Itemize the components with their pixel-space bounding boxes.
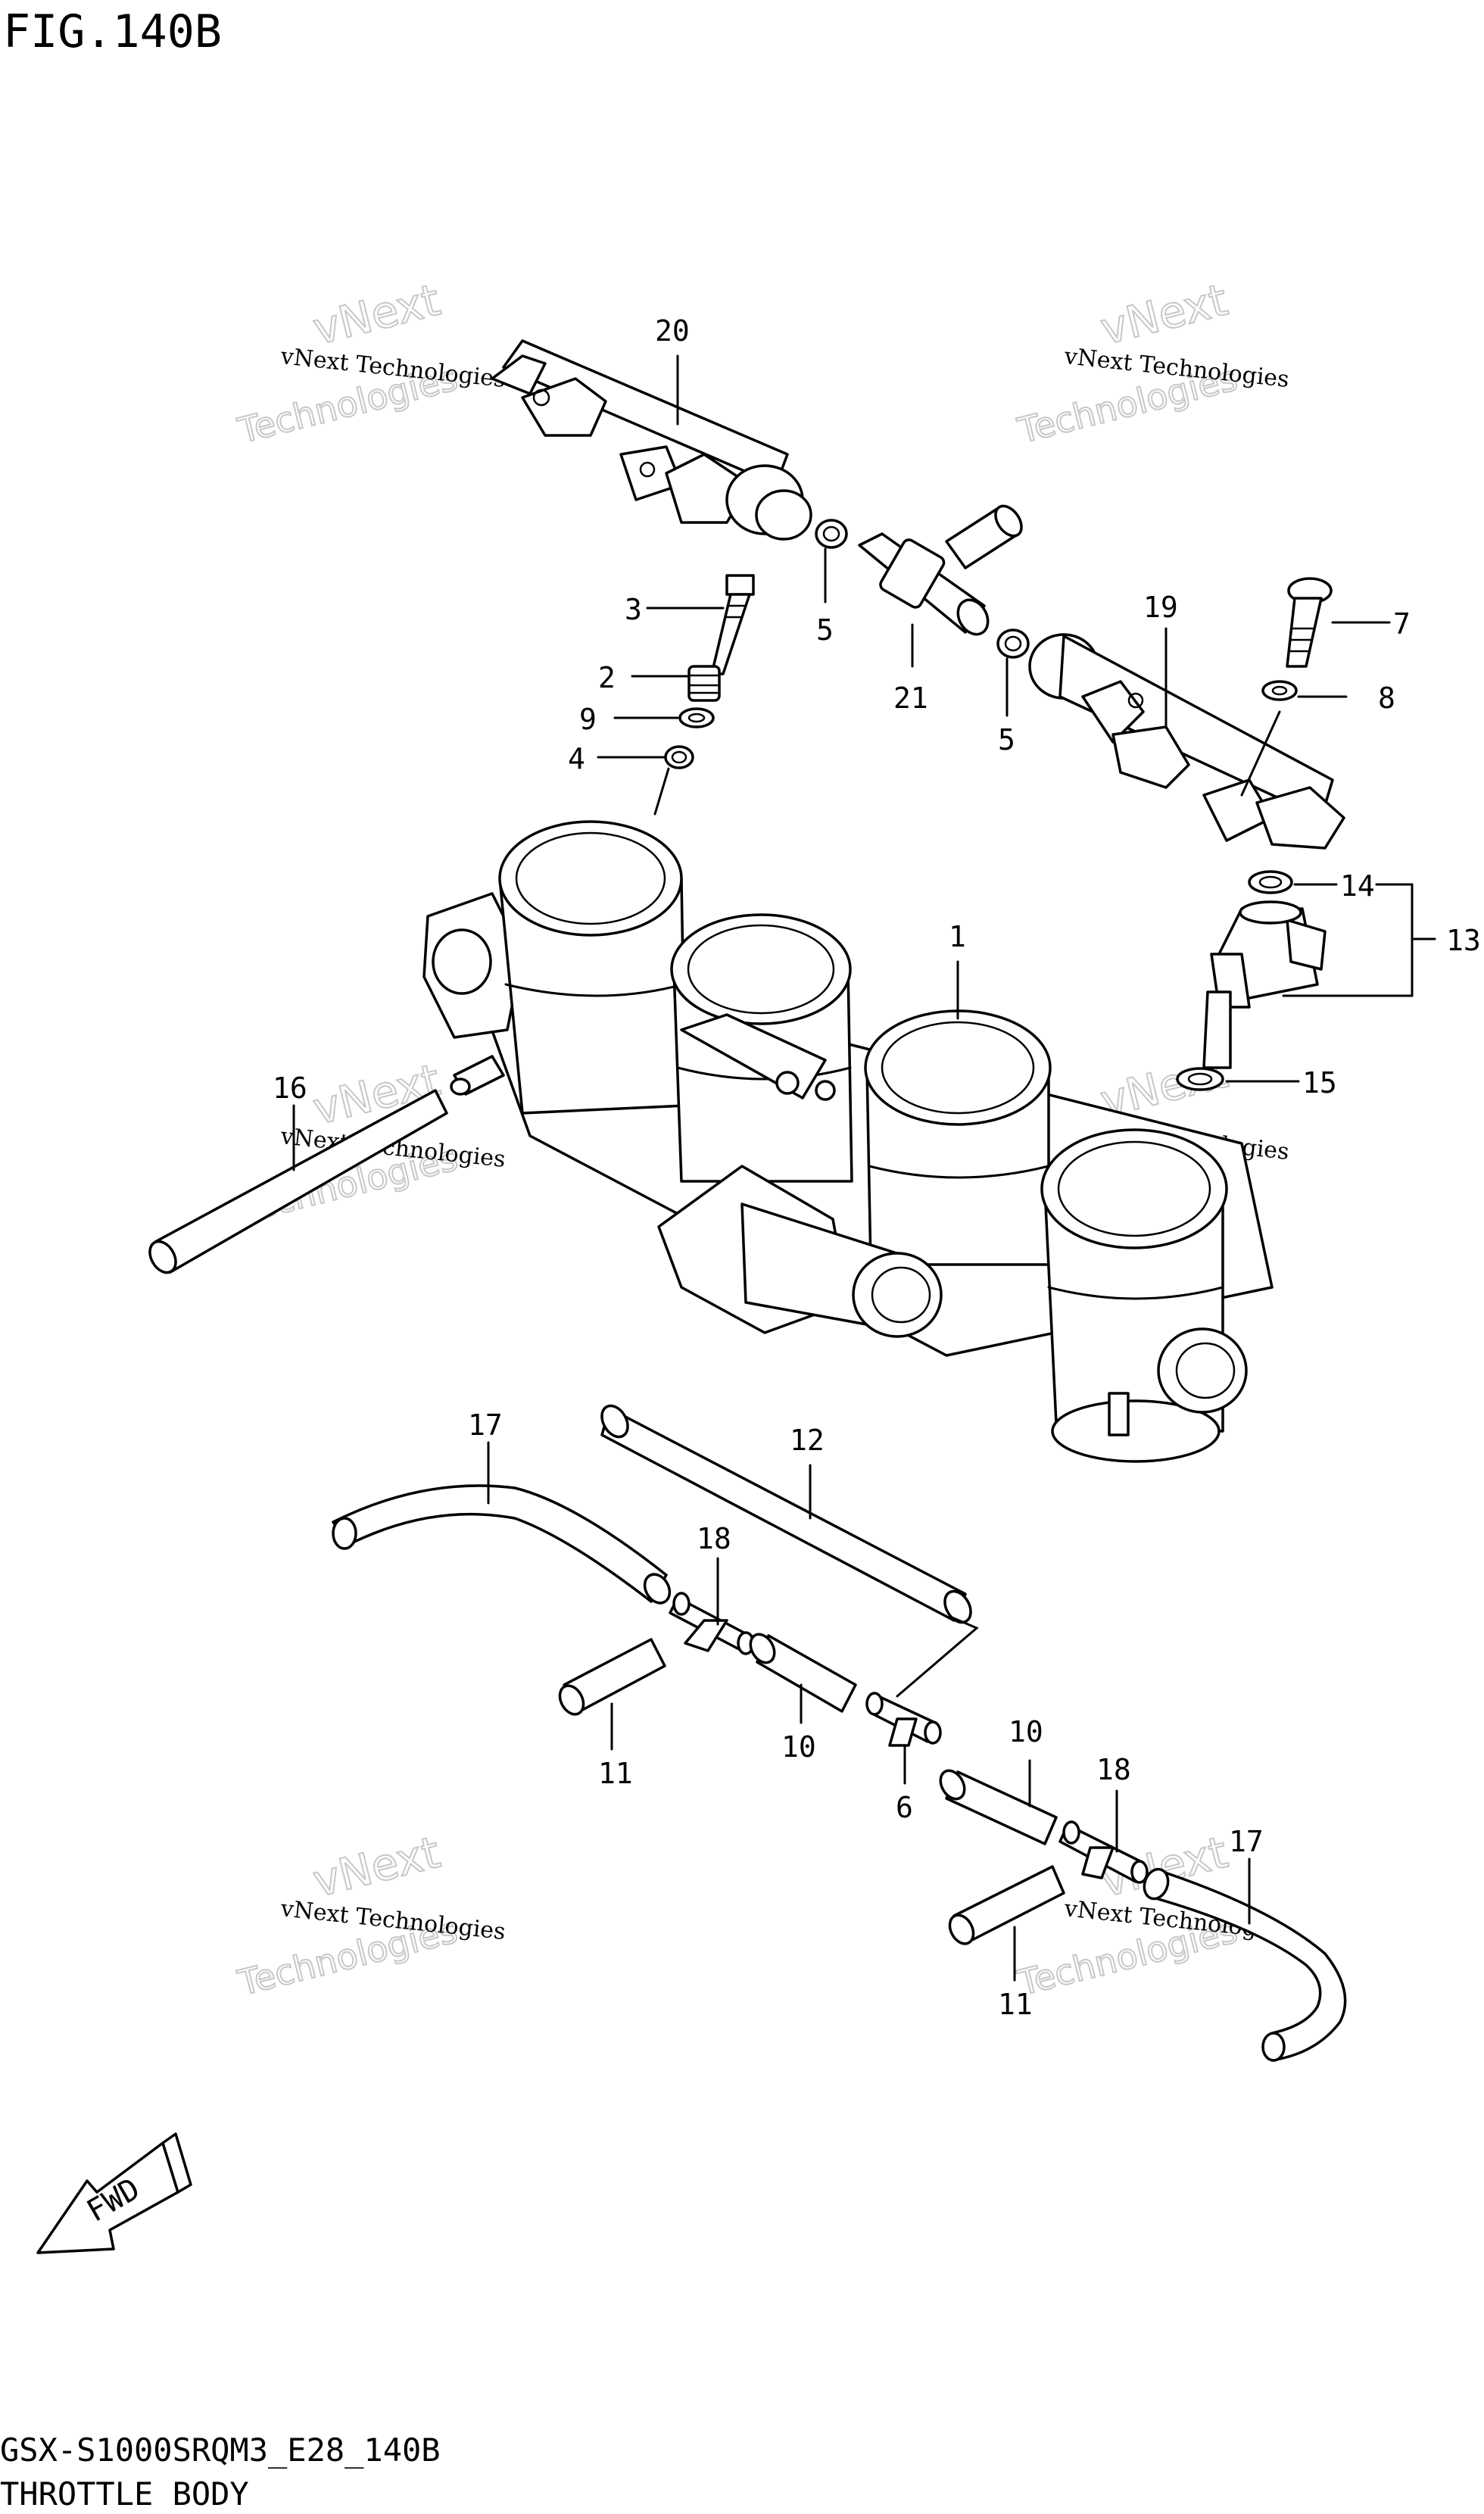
callout-5-upper: 5: [816, 613, 834, 647]
callout-2: 2: [598, 661, 616, 694]
callout-16: 16: [273, 1071, 307, 1105]
part-15-o-ring: [1176, 1067, 1224, 1091]
part-19-fuel-rail: [1028, 633, 1345, 850]
part-11-hose-lower: [948, 1865, 1065, 1945]
leader-lines: [292, 354, 1436, 1982]
part-11-hose-upper: [558, 1638, 666, 1716]
callout-3: 3: [625, 593, 642, 626]
figure-title: FIG.140B: [3, 5, 222, 58]
part-10-hose-lower: [939, 1769, 1058, 1845]
part-13-injector: [1202, 900, 1327, 1069]
callout-8: 8: [1378, 682, 1395, 715]
callout-13: 13: [1446, 924, 1481, 957]
part-2-spring: [687, 665, 721, 702]
part-7-bolt: [1286, 577, 1333, 668]
part-18-three-way-joint-lower: [1058, 1820, 1149, 1884]
callout-7: 7: [1393, 607, 1411, 641]
svg-text:vNext: vNext: [308, 274, 445, 355]
model-code: GSX-S1000SRQM3_E28_140B: [0, 2431, 441, 2469]
fwd-arrow-icon: FWD: [36, 2132, 192, 2254]
callout-18-upper: 18: [697, 1522, 731, 1555]
svg-text:vNext: vNext: [308, 1826, 445, 1907]
section-title: THROTTLE BODY: [0, 2475, 249, 2512]
part-14-o-ring: [1248, 870, 1293, 894]
callout-5-lower: 5: [998, 723, 1015, 756]
part-9-washer: [678, 707, 715, 728]
callout-15: 15: [1302, 1066, 1337, 1099]
part-4-o-ring: [664, 745, 694, 769]
callout-19: 19: [1143, 591, 1178, 624]
callout-1: 1: [949, 920, 966, 953]
part-17-hose-right: [1143, 1867, 1347, 2062]
callout-11-upper: 11: [598, 1757, 633, 1790]
part-10-hose-upper: [749, 1633, 857, 1713]
callout-21: 21: [893, 682, 928, 715]
callout-14: 14: [1340, 869, 1375, 903]
callout-20: 20: [655, 314, 690, 348]
callout-17-right: 17: [1229, 1825, 1264, 1858]
part-12-hose: [600, 1404, 972, 1624]
part-17-hose-left: [332, 1484, 672, 1605]
callout-12: 12: [790, 1424, 825, 1457]
watermark-bottom-left: vNext Technologies vNext Technologies: [233, 1826, 507, 2004]
part-6-joint: [865, 1692, 942, 1747]
callout-11-lower: 11: [998, 1988, 1033, 2021]
callout-4: 4: [568, 742, 585, 775]
callout-17-left: 17: [468, 1408, 503, 1442]
callout-6: 6: [896, 1791, 913, 1824]
part-5-o-ring-upper: [815, 519, 848, 549]
svg-text:vNext: vNext: [1096, 274, 1233, 355]
part-3-screw: [710, 574, 755, 675]
part-5-o-ring-lower: [996, 628, 1030, 659]
watermark-top-right: vNext Technologies vNext Technologies: [1013, 273, 1291, 452]
part-16-hose: [148, 1089, 448, 1274]
part-1-throttle-body: [422, 820, 1274, 1463]
callout-18-lower: 18: [1096, 1753, 1131, 1786]
callout-10-upper: 10: [781, 1730, 816, 1764]
watermark-top-left: vNext Technologies vNext Technologies: [233, 273, 507, 452]
part-21-joint: [858, 504, 1023, 636]
part-18-three-way-joint-upper: [669, 1592, 755, 1655]
callout-9: 9: [579, 703, 597, 736]
part-8-washer: [1261, 680, 1298, 701]
callout-10-lower: 10: [1009, 1715, 1043, 1748]
part-20-fuel-rail: [491, 339, 812, 541]
